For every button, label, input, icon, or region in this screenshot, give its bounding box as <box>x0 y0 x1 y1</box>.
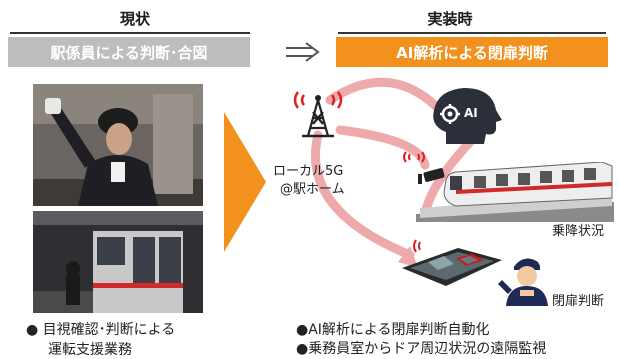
ai-head-icon <box>428 86 506 146</box>
link-to-ai <box>325 77 445 115</box>
current-method-box: 駅係員による判断･合図 <box>8 37 250 67</box>
train-icon <box>416 161 614 222</box>
transition-chevron-icon <box>224 112 266 252</box>
train-platform-photo <box>33 211 203 313</box>
network-label-line2: @駅ホーム <box>280 182 345 197</box>
link-to-tablet <box>310 130 415 260</box>
camera-icon <box>396 148 448 184</box>
antenna-tower-icon <box>288 80 348 140</box>
current-header: 現状 <box>119 10 150 28</box>
current-header-underline <box>10 32 250 34</box>
future-header: 実装時 <box>427 10 473 28</box>
current-bullet-line2: 運転支援業務 <box>48 342 132 358</box>
double-right-arrow-icon <box>284 40 324 64</box>
conductor-icon <box>496 250 556 306</box>
station-staff-photo <box>33 84 203 206</box>
future-bullet-1: ●AI解析による閉扉判断自動化 <box>296 322 490 338</box>
boarding-status-label: 乗降状況 <box>552 224 605 239</box>
future-bullet-2: ●乗務員室からドア周辺状況の遠隔監視 <box>296 341 547 357</box>
future-header-underline <box>338 32 606 34</box>
future-method-box: AI解析による閉扉判断 <box>336 37 608 67</box>
tablet-monitor-icon <box>398 234 508 290</box>
door-decision-label: 閉扉判断 <box>552 294 605 309</box>
ai-head-label: AI <box>464 106 478 120</box>
network-label-line1: ローカル5G <box>273 164 344 179</box>
current-bullet-line1: ● 目視確認･判断による <box>26 322 176 338</box>
